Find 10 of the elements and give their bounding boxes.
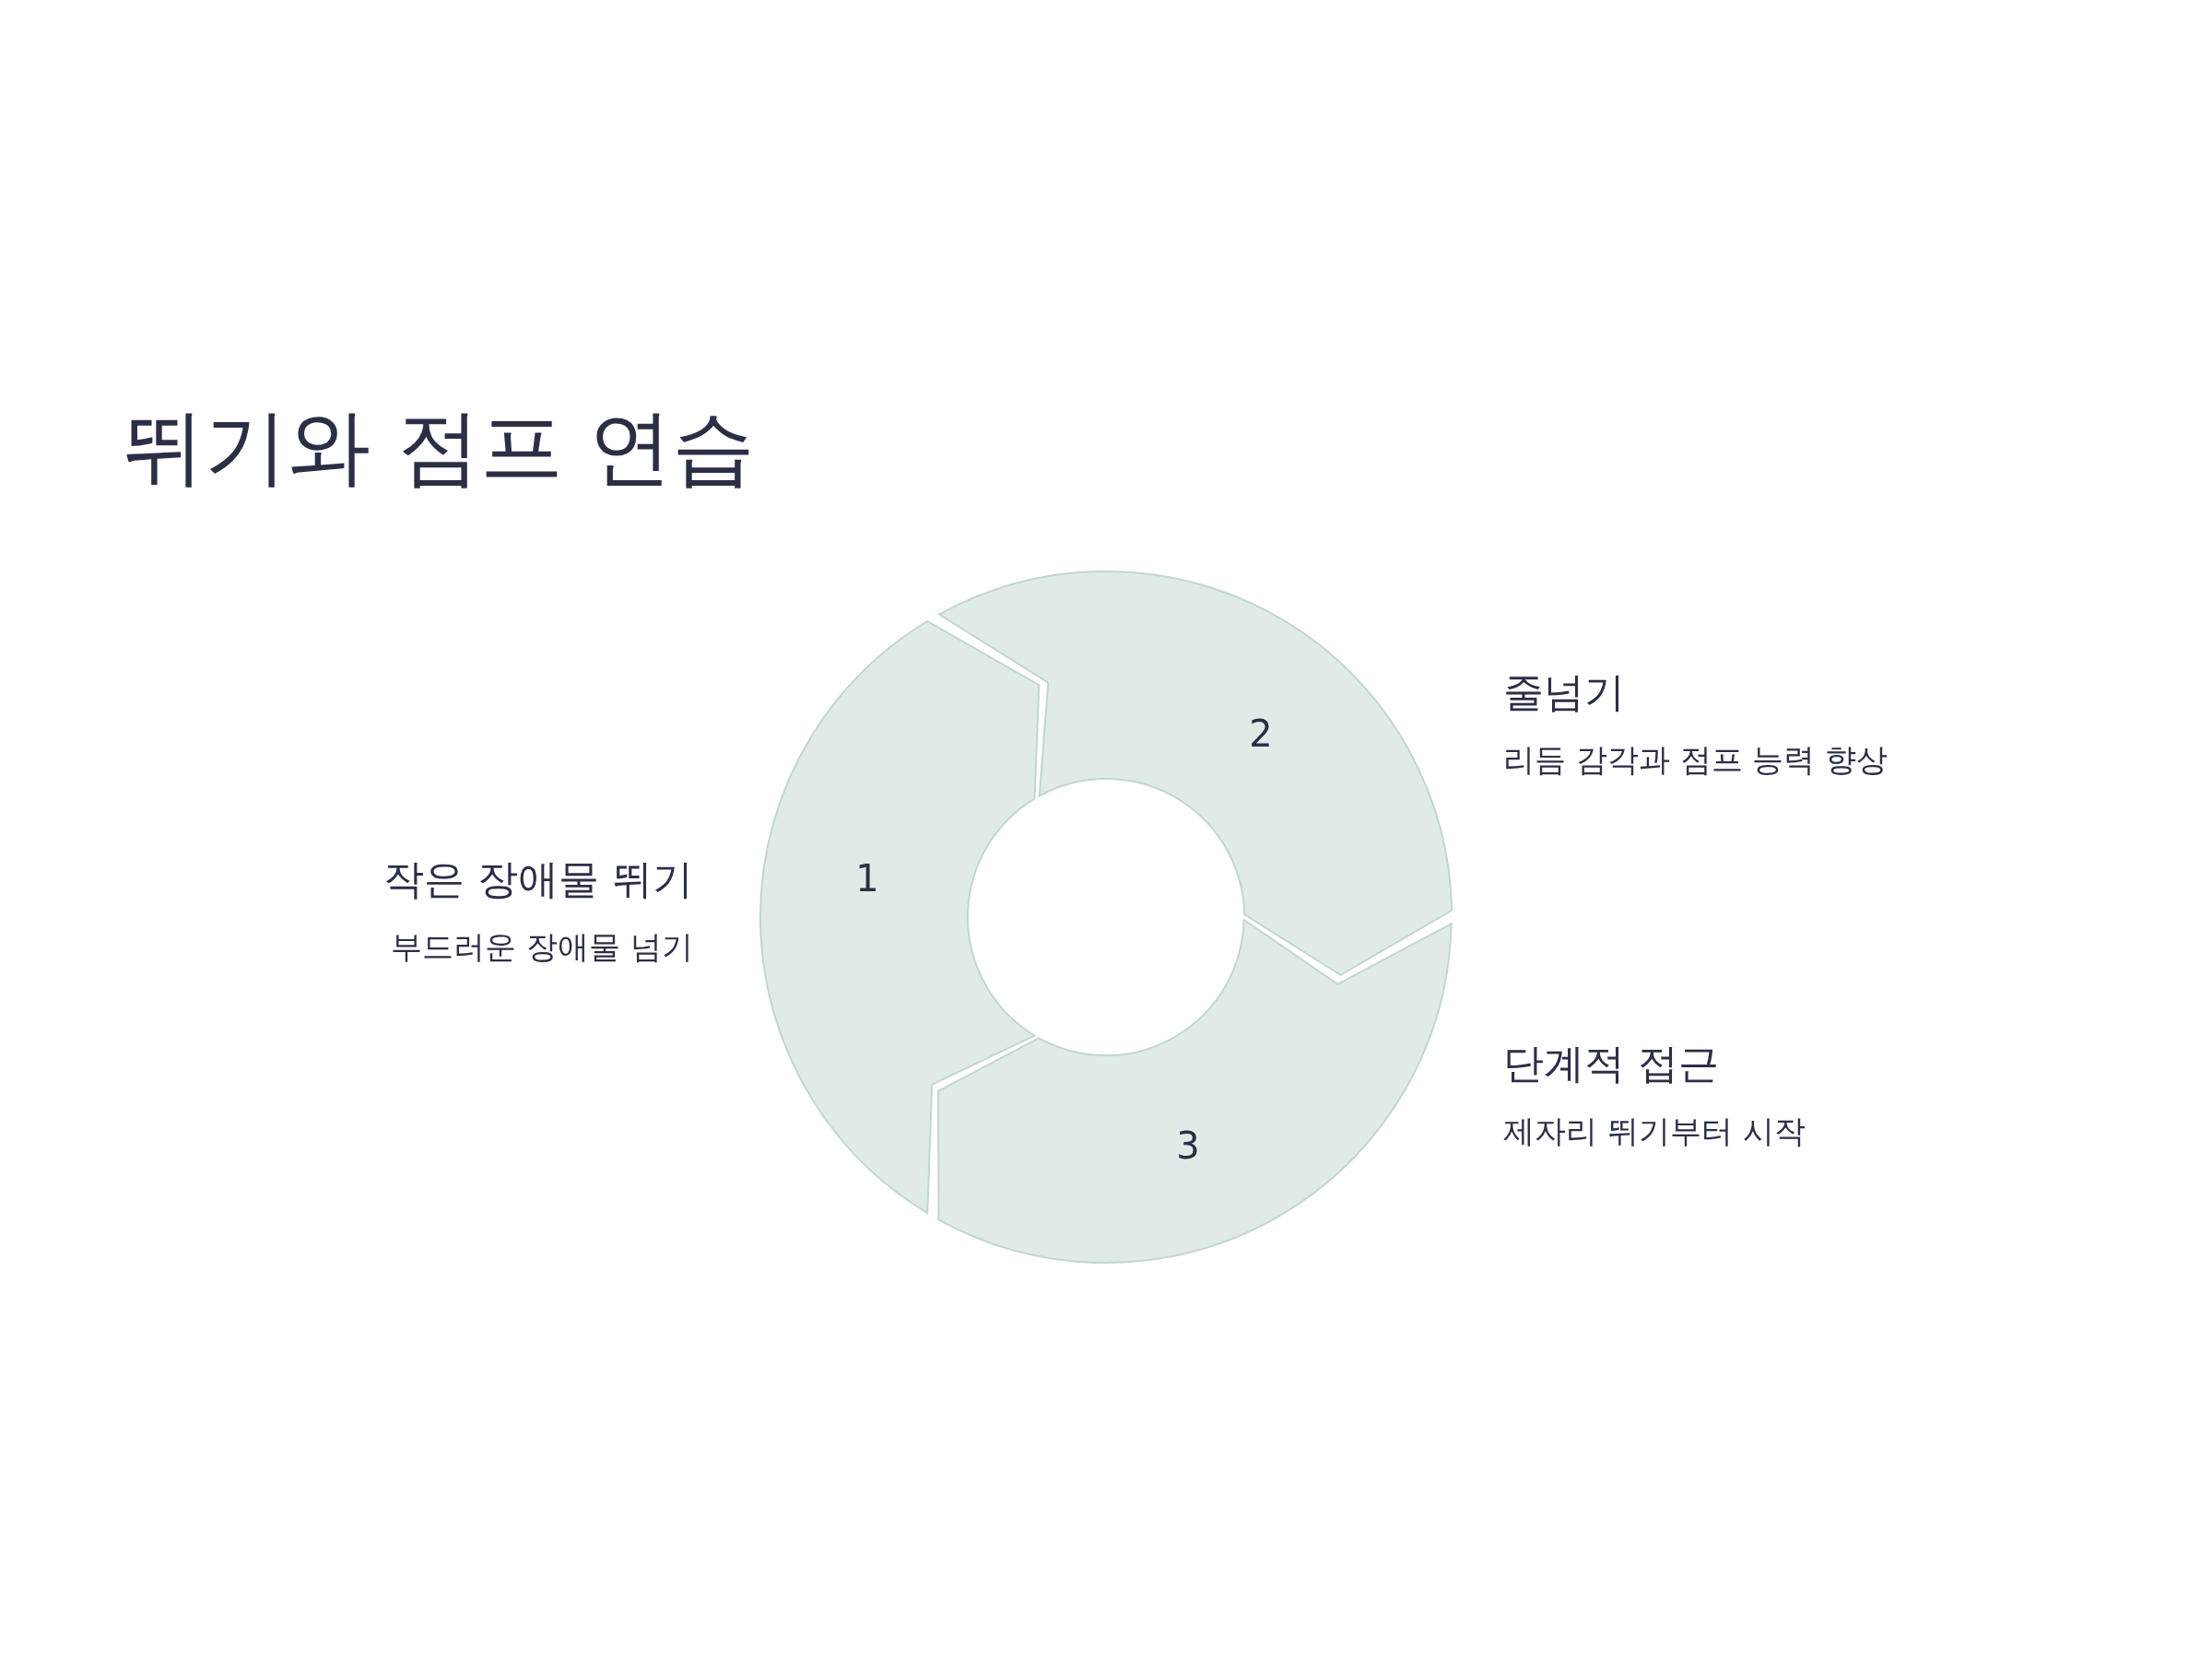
step-number: 2 [1249, 712, 1273, 755]
step-description: 부드러운 장애물 넘기 [391, 927, 693, 967]
step-description: 제자리 뛰기부터 시작 [1503, 1112, 1806, 1151]
title: 뛰기와 점프 연습 [122, 397, 756, 497]
step-title: 단계적 접근 [1503, 1039, 1719, 1088]
step-number: 1 [855, 857, 879, 900]
step-title: 작은 장애물 뛰기 [383, 854, 693, 904]
step-number: 3 [1176, 1124, 1200, 1167]
step-description: 리듬 감각과 점프 능력 향상 [1503, 740, 1888, 780]
step-title: 줄넘기 [1503, 667, 1625, 717]
